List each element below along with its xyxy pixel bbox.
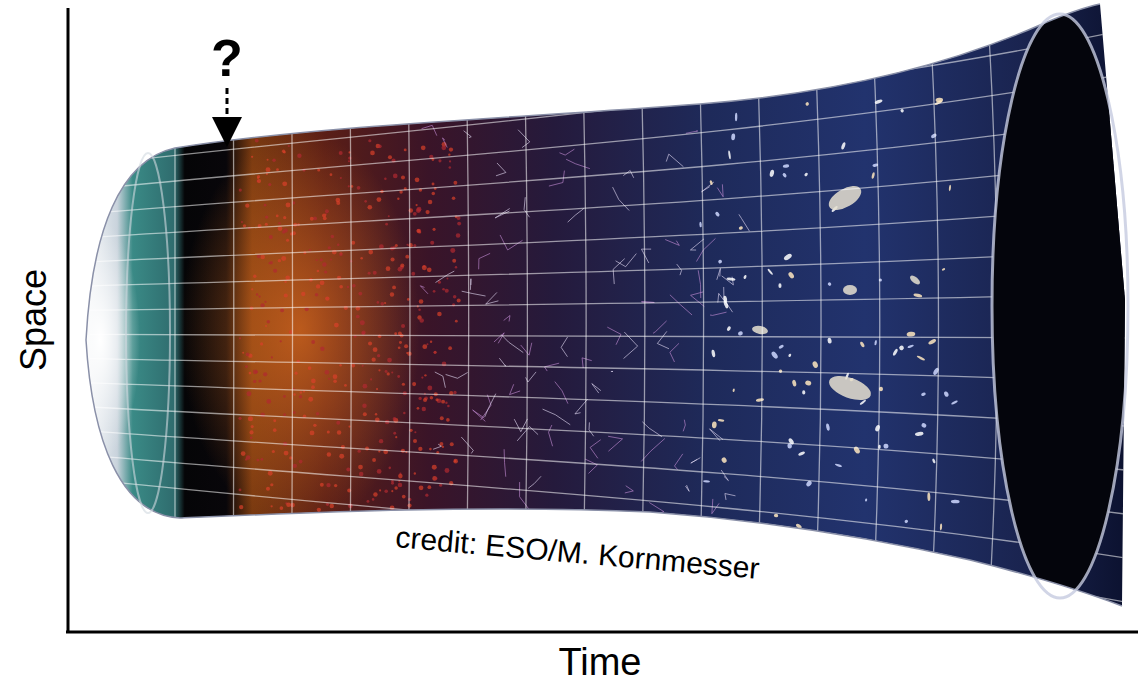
axis-title: Space	[16, 269, 52, 371]
question-mark: ?	[211, 32, 243, 84]
image-credit: credit: ESO/M. Kornmesser	[395, 522, 761, 584]
axis-title: Time	[558, 643, 641, 681]
